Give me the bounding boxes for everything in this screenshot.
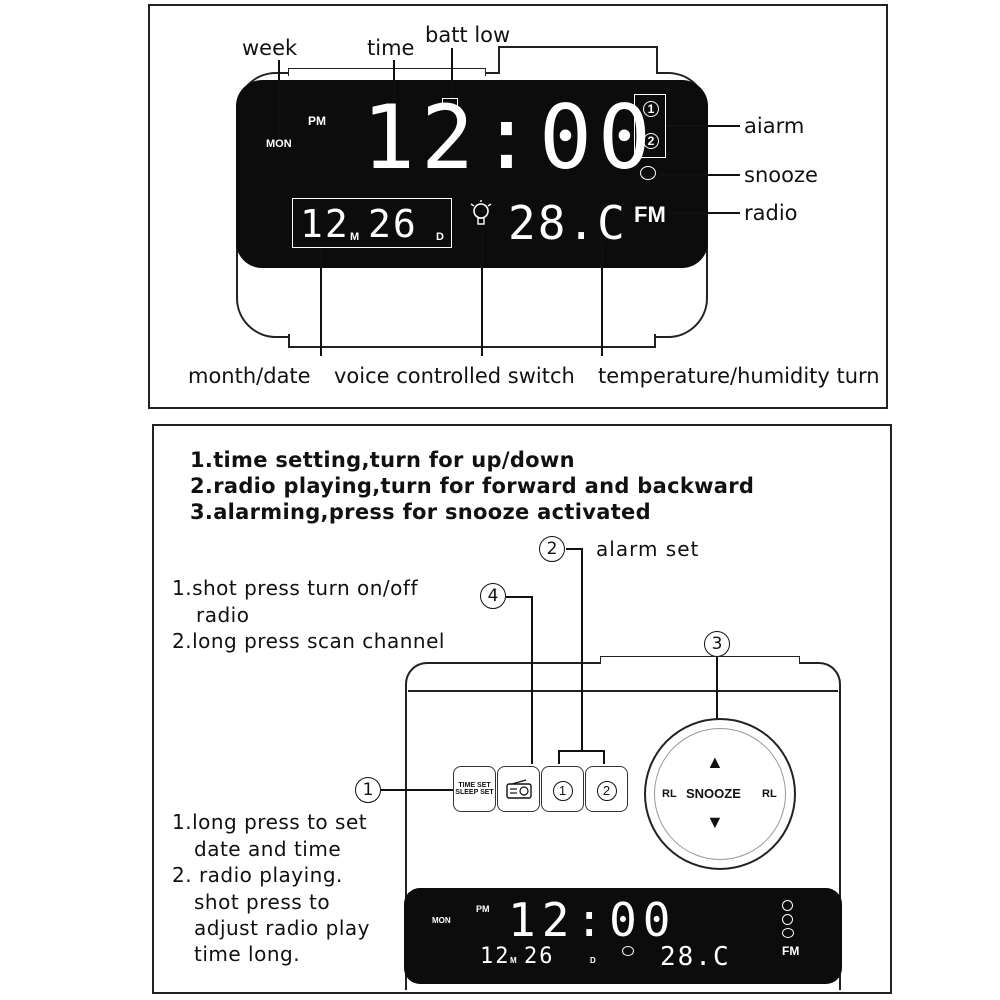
- callout-snooze: snooze: [744, 163, 818, 187]
- bottom-time-readout: 12:00: [508, 893, 677, 947]
- marker-3: 3: [704, 631, 730, 657]
- sleep-set-label: SLEEP SET: [455, 789, 494, 796]
- marker-4: 4: [480, 583, 506, 609]
- knob-left-label: RL: [662, 788, 677, 800]
- radio-icon: [505, 779, 532, 799]
- callout-alarm: aiarm: [744, 114, 805, 138]
- time-desc-line-1: 1.long press to set: [172, 810, 368, 834]
- top-ampm-text: PM: [308, 114, 326, 128]
- knob-up-arrow[interactable]: ▲: [706, 752, 724, 772]
- leader-marker-2-h: [566, 548, 582, 550]
- top-date-box: [292, 198, 452, 248]
- knob-right-label: RL: [762, 788, 777, 800]
- bottom-month-unit: M: [510, 956, 517, 965]
- instruction-3: 3.alarming,press for snooze activated: [190, 500, 651, 524]
- clock-top-bumps: [600, 656, 800, 664]
- leader-temp: [601, 244, 603, 356]
- top-temperature-readout: 28.C: [508, 196, 627, 250]
- leader-marker-4-v: [531, 596, 533, 764]
- clock-top-knob: [498, 46, 658, 74]
- bottom-alarm-2-icon: [782, 914, 793, 925]
- callout-week: week: [242, 36, 298, 60]
- top-month-readout: 12: [300, 202, 350, 246]
- leader-time: [393, 60, 395, 100]
- top-display-screen: [236, 80, 708, 268]
- alarm-1-icon: 1: [552, 781, 573, 801]
- bottom-alarm-1-icon: [782, 900, 793, 911]
- marker-1: 1: [355, 777, 381, 803]
- callout-batt-low: batt low: [425, 23, 511, 47]
- bottom-day-text: MON: [432, 916, 451, 925]
- leader-voice: [481, 230, 483, 356]
- bottom-temperature-readout: 28.C: [660, 942, 731, 972]
- leader-marker-3: [716, 657, 718, 727]
- bottom-month-readout: 12: [480, 944, 511, 969]
- bottom-display-screen: [404, 888, 842, 984]
- leader-marker-2-v: [581, 548, 583, 750]
- radio-button[interactable]: [497, 766, 540, 812]
- top-alarm-icons-box: [634, 94, 666, 158]
- leader-marker-1: [381, 789, 453, 791]
- top-time-readout: 12:00: [362, 86, 657, 189]
- top-day-text: MON: [266, 138, 292, 150]
- time-desc-line-3: 2. radio playing.: [172, 863, 343, 887]
- alarm-bracket-l: [558, 750, 560, 764]
- leader-marker-4-h: [506, 596, 532, 598]
- top-date-readout: 26: [368, 202, 418, 246]
- leader-batt: [451, 48, 453, 98]
- alarm-bracket-r: [603, 750, 605, 764]
- top-band-text: FM: [634, 202, 666, 227]
- bottom-ampm-text: PM: [476, 904, 490, 914]
- time-desc-line-5: adjust radio play: [194, 916, 370, 940]
- radio-desc-line-3: 2.long press scan channel: [172, 629, 445, 653]
- knob-down-arrow[interactable]: ▼: [706, 812, 724, 832]
- instruction-1: 1.time setting,turn for up/down: [190, 448, 575, 472]
- top-alarm-1-icon: 1: [643, 101, 659, 117]
- radio-desc-line-1: 1.shot press turn on/off: [172, 576, 418, 600]
- clock-base-foot: [288, 334, 656, 348]
- time-set-label: TIME SET: [458, 782, 491, 789]
- callout-time: time: [367, 36, 415, 60]
- leader-radio: [668, 212, 740, 214]
- snooze-knob[interactable]: [654, 728, 786, 860]
- bottom-band-text: FM: [782, 944, 800, 958]
- time-desc-line-6: time long.: [194, 942, 301, 966]
- time-desc-line-2: date and time: [194, 837, 342, 861]
- marker-2: 2: [539, 536, 565, 562]
- alarm-2-icon: 2: [596, 781, 617, 801]
- alarm-1-button[interactable]: 1: [541, 766, 584, 812]
- top-battery-icon: [442, 98, 458, 106]
- radio-desc-line-2: radio: [196, 603, 250, 627]
- alarm-bracket-h: [558, 750, 604, 752]
- leader-week: [278, 60, 280, 134]
- callout-month-date: month/date: [188, 364, 311, 388]
- alarm-set-label: alarm set: [596, 537, 700, 561]
- leader-snooze: [660, 174, 740, 176]
- clock-top-edge-bottom: [408, 690, 838, 692]
- top-month-unit: M: [350, 231, 360, 243]
- instruction-2: 2.radio playing,turn for forward and bac…: [190, 474, 755, 498]
- time-set-button[interactable]: TIME SET SLEEP SET: [453, 766, 496, 812]
- voice-bulb-icon: [470, 200, 492, 225]
- knob-snooze-label[interactable]: SNOOZE: [686, 786, 741, 801]
- leader-alarm: [666, 125, 740, 127]
- callout-temp-humidity: temperature/humidity turn: [598, 364, 880, 388]
- bottom-snooze-icon: [782, 928, 794, 938]
- bottom-date-readout: 26: [524, 944, 555, 969]
- top-snooze-icon: [640, 166, 656, 180]
- top-alarm-2-icon: 2: [643, 133, 659, 149]
- clock-top-button-strip: [288, 68, 486, 76]
- callout-radio: radio: [744, 201, 798, 225]
- callout-voice-switch: voice controlled switch: [334, 364, 575, 388]
- time-desc-line-4: shot press to: [194, 890, 331, 914]
- alarm-2-button[interactable]: 2: [585, 766, 628, 812]
- bottom-date-unit: D: [590, 956, 596, 965]
- leader-month-date: [320, 248, 322, 356]
- top-date-unit: D: [436, 231, 444, 243]
- bottom-voice-icon: [622, 946, 634, 956]
